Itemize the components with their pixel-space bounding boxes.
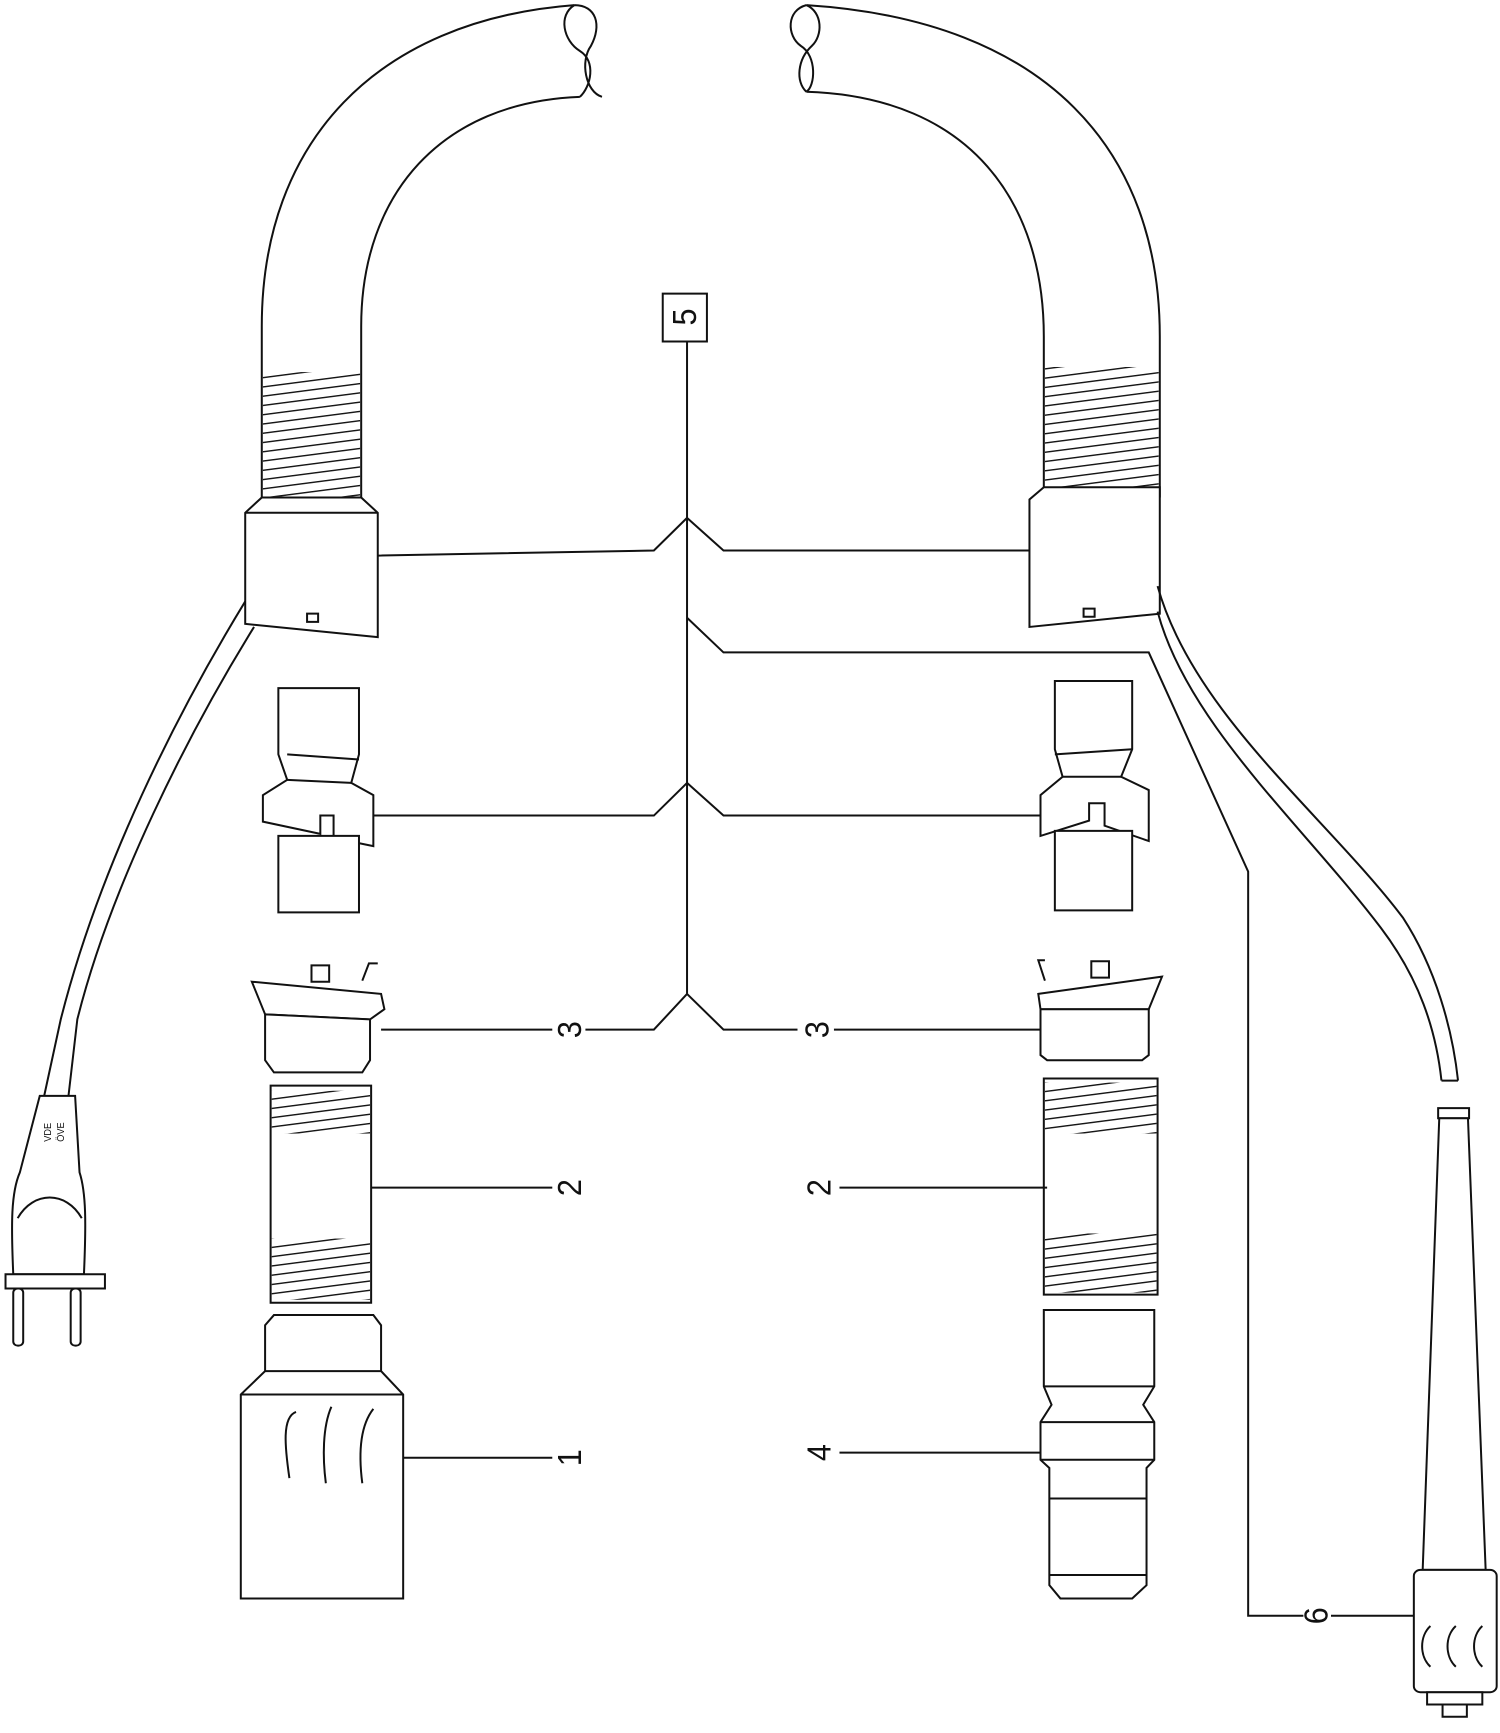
right-hose-collar: [1029, 487, 1159, 627]
callout-2-right: 2: [800, 1179, 837, 1196]
power-cable: [44, 601, 254, 1095]
callout-2-left: 2: [551, 1179, 588, 1196]
left-hose: [262, 5, 602, 499]
handpiece-cable: [1158, 586, 1458, 1080]
callout-5: 5: [666, 309, 703, 326]
right-hose: [791, 5, 1160, 497]
callout-3-left: 3: [551, 1021, 588, 1038]
plug-marking: ÖVE: [56, 1122, 67, 1141]
callout-3-right: 3: [798, 1021, 835, 1038]
left-coupling-sleeve: [263, 688, 373, 912]
callout-4: 4: [800, 1444, 837, 1461]
power-plug: VDE ÖVE: [6, 1096, 105, 1346]
part-1-connector: [241, 1315, 403, 1598]
right-clip-part-3: [1038, 960, 1162, 1060]
left-hose-segment-2: [271, 1086, 372, 1303]
left-clip-part-3: [252, 963, 385, 1072]
callout-5-box: [663, 294, 707, 342]
right-hose-segment-2: [1044, 1079, 1158, 1295]
part-4-connector: [1041, 1310, 1155, 1598]
hose-ribbing: [1044, 366, 1159, 495]
hose-ribbing: [262, 372, 361, 497]
left-hose-collar: [245, 497, 378, 637]
plug-marking: VDE: [42, 1123, 53, 1142]
callout-6: 6: [1298, 1607, 1335, 1624]
callout-1: 1: [551, 1449, 588, 1466]
right-coupling-sleeve: [1041, 681, 1149, 910]
part-6-handpiece-coupling: [1414, 1108, 1497, 1717]
leader-lines: [371, 342, 1414, 1616]
